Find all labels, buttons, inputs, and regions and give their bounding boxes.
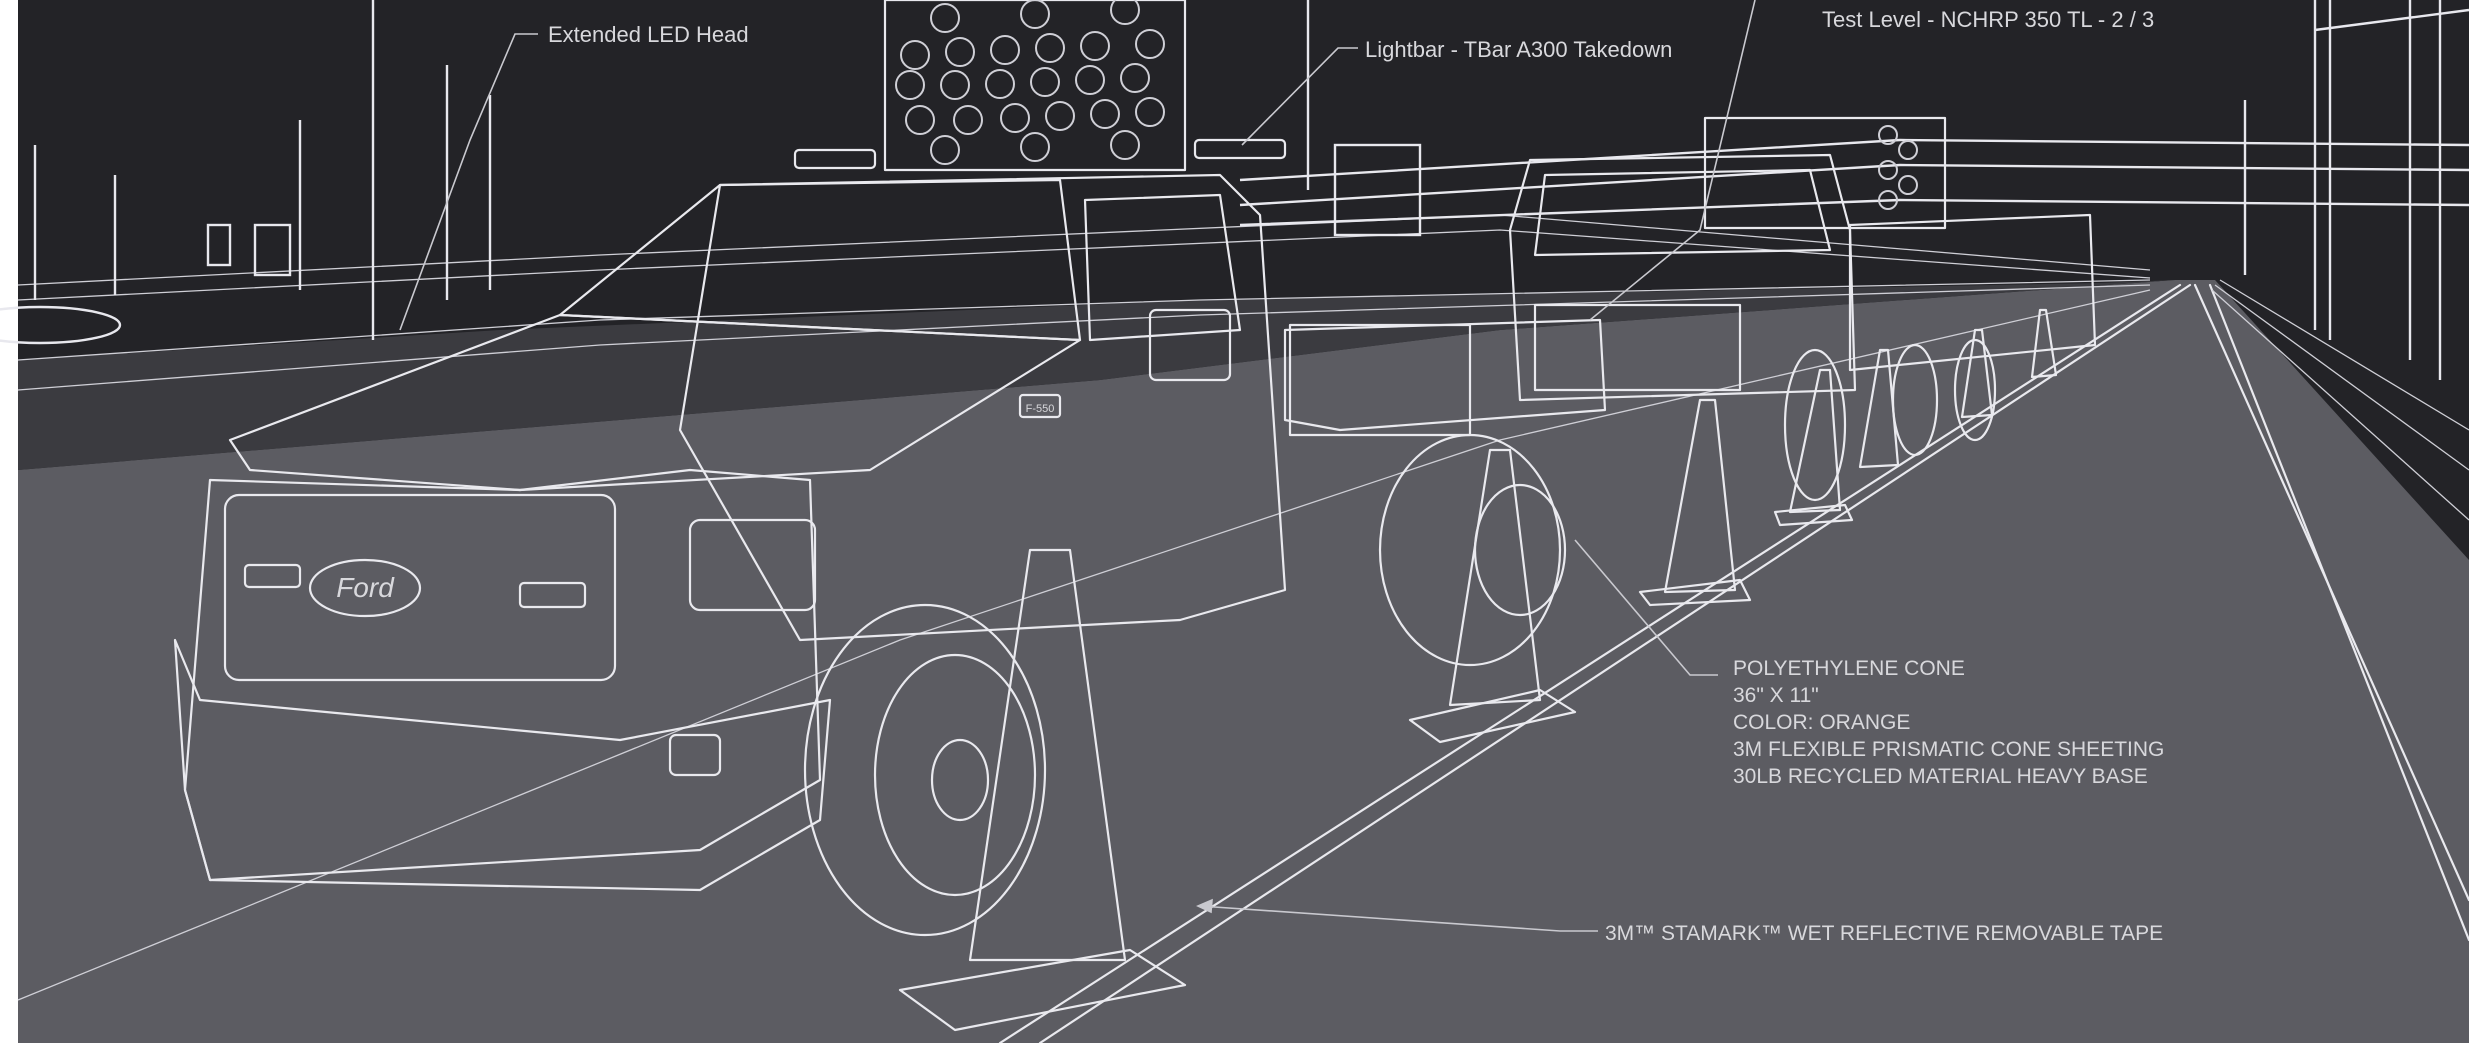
cone-stack — [1288, 323, 1472, 437]
cone-spec-line: 36" X 11" — [1733, 684, 1819, 707]
traffic-cone-icon — [898, 548, 1187, 1032]
rear-truck-cab — [1508, 153, 1857, 402]
ford-truck: Ford F-550 — [173, 0, 1607, 937]
overpass — [1239, 198, 2469, 227]
traffic-cone-icon — [1773, 368, 1854, 527]
overpass — [1239, 163, 2469, 207]
cone-leader — [1574, 539, 1718, 676]
callouts: Extended LED Head Lightbar - TBar A300 T… — [548, 7, 2164, 945]
cone-spec-line: 30LB RECYCLED MATERIAL HEAVY BASE — [1733, 765, 2148, 788]
flatbed — [1283, 318, 1607, 432]
rear-truck-windshield — [1533, 168, 1832, 257]
lightbar-icon — [793, 148, 877, 170]
model-badge: F-550 — [1026, 403, 1055, 415]
traffic-cone-icon — [2030, 308, 2058, 379]
rear-truck — [1508, 116, 2097, 502]
fog-light — [668, 733, 722, 777]
headlight-left — [243, 563, 302, 589]
model-badge-plate — [1018, 393, 1062, 419]
traffic-cone-icon — [1408, 448, 1577, 744]
rear-arrow-board-lamps — [1878, 125, 1918, 210]
rear-truck-wheel — [1953, 338, 1997, 442]
right-rail-top — [2219, 279, 2469, 431]
tape-line-right — [1038, 283, 2192, 1043]
truck-grille — [223, 493, 617, 682]
road-sign — [206, 223, 232, 267]
tape-label: 3M™ STAMARK™ WET REFLECTIVE REMOVABLE TA… — [1605, 922, 2163, 945]
rear-wheel — [1378, 433, 1562, 667]
road-sign — [1333, 143, 1422, 237]
rear-truck-wheel — [1783, 348, 1847, 502]
truck-side-window — [1083, 193, 1242, 342]
extended-led-head-label: Extended LED Head — [548, 22, 749, 47]
front-tire — [803, 603, 1047, 937]
cone-spec-line: COLOR: ORANGE — [1733, 711, 1910, 734]
rear-truck-bed — [1848, 213, 2097, 372]
traffic-cone-icon — [1638, 398, 1752, 607]
overpass — [1239, 138, 2469, 182]
cone-spec-line: 3M FLEXIBLE PRISMATIC CONE SHEETING — [1733, 738, 2164, 761]
lightbar-label: Lightbar - TBar A300 Takedown — [1365, 37, 1672, 62]
arrow-board-lamps — [895, 0, 1165, 165]
front-rim — [873, 653, 1037, 897]
guardrail-top — [17, 214, 2151, 286]
road-surface — [18, 280, 2469, 1043]
truck-hood — [228, 313, 1082, 492]
road-markings — [17, 214, 2469, 1043]
roundabout — [0, 305, 122, 345]
mirror — [1148, 308, 1232, 382]
gantry-beam — [2314, 8, 2469, 32]
barrier-mid — [17, 284, 2151, 391]
near-lane-line — [17, 289, 2151, 1001]
guardrail-bottom — [17, 229, 2151, 301]
lightbar-icon — [1193, 138, 1287, 160]
traffic-cone-icon — [1858, 348, 1900, 469]
leader-lines — [399, 0, 1756, 932]
traffic-cones — [898, 308, 2058, 1032]
lightbar-leader — [1241, 47, 1358, 146]
tape-leader — [1199, 905, 1598, 932]
traffic-cone-icon — [1960, 328, 1994, 419]
headlight-right — [518, 581, 587, 609]
tape-line-left — [998, 283, 2182, 1043]
led-head-leader — [399, 33, 538, 331]
background-structures — [0, 0, 2469, 380]
tape-leader-arrow — [1196, 898, 1213, 914]
road-sign — [253, 223, 292, 277]
left-margin — [0, 0, 18, 1043]
arrow-board — [883, 0, 1187, 172]
lane-line — [2193, 283, 2469, 902]
truck-cab — [678, 173, 1287, 642]
right-rail-bottom — [2214, 284, 2469, 471]
rear-truck-grille — [1533, 303, 1742, 392]
test-level-label: Test Level - NCHRP 350 TL - 2 / 3 — [1822, 7, 2154, 32]
far-lane — [18, 280, 2175, 470]
ford-oval-badge — [308, 558, 422, 618]
front-bumper — [173, 638, 832, 892]
headlight-housing — [688, 518, 817, 612]
front-hub — [930, 738, 990, 822]
edge-line — [2208, 283, 2469, 942]
ford-badge-text: Ford — [336, 572, 395, 603]
right-rail-deck — [2211, 289, 2469, 521]
test-level-leader — [1589, 0, 1756, 321]
barrier-top — [17, 279, 2151, 361]
cone-spec-line: POLYETHYLENE CONE — [1733, 657, 1965, 680]
